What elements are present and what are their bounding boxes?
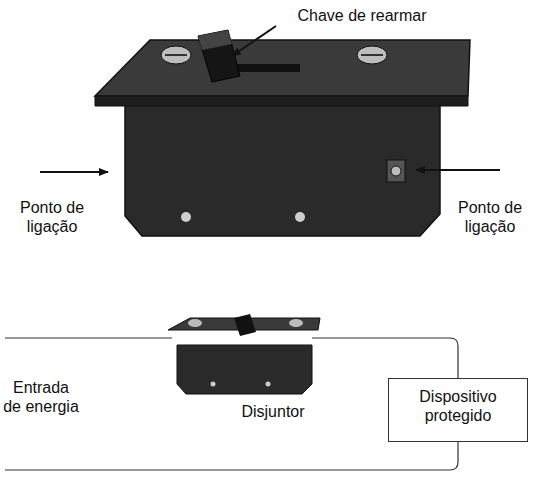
device-box: Dispositivo protegido <box>388 378 528 442</box>
label-text: Ponto de ligação <box>458 199 522 235</box>
wire <box>312 338 458 378</box>
part-label: Chave de rearmar <box>282 6 442 25</box>
part-label: Ponto de ligação <box>4 198 100 236</box>
label-text: Ponto de ligação <box>20 199 84 235</box>
part-label: Disjuntor <box>218 402 328 421</box>
wire <box>5 469 100 470</box>
wire <box>100 442 458 470</box>
label-text: Entrada de energia <box>3 379 79 415</box>
part-label: Ponto de ligação <box>440 198 540 236</box>
label-text: Disjuntor <box>241 403 304 420</box>
leader-arrow <box>232 26 276 56</box>
leader-arrow <box>40 171 108 173</box>
part-label: Entrada de energia <box>2 378 80 416</box>
wire <box>5 337 172 338</box>
breaker-large <box>95 30 470 236</box>
box-text: Dispositivo protegido <box>395 387 521 425</box>
label-text: Chave de rearmar <box>298 7 427 24</box>
breaker-small <box>168 314 320 394</box>
leader-arrow <box>416 169 500 171</box>
